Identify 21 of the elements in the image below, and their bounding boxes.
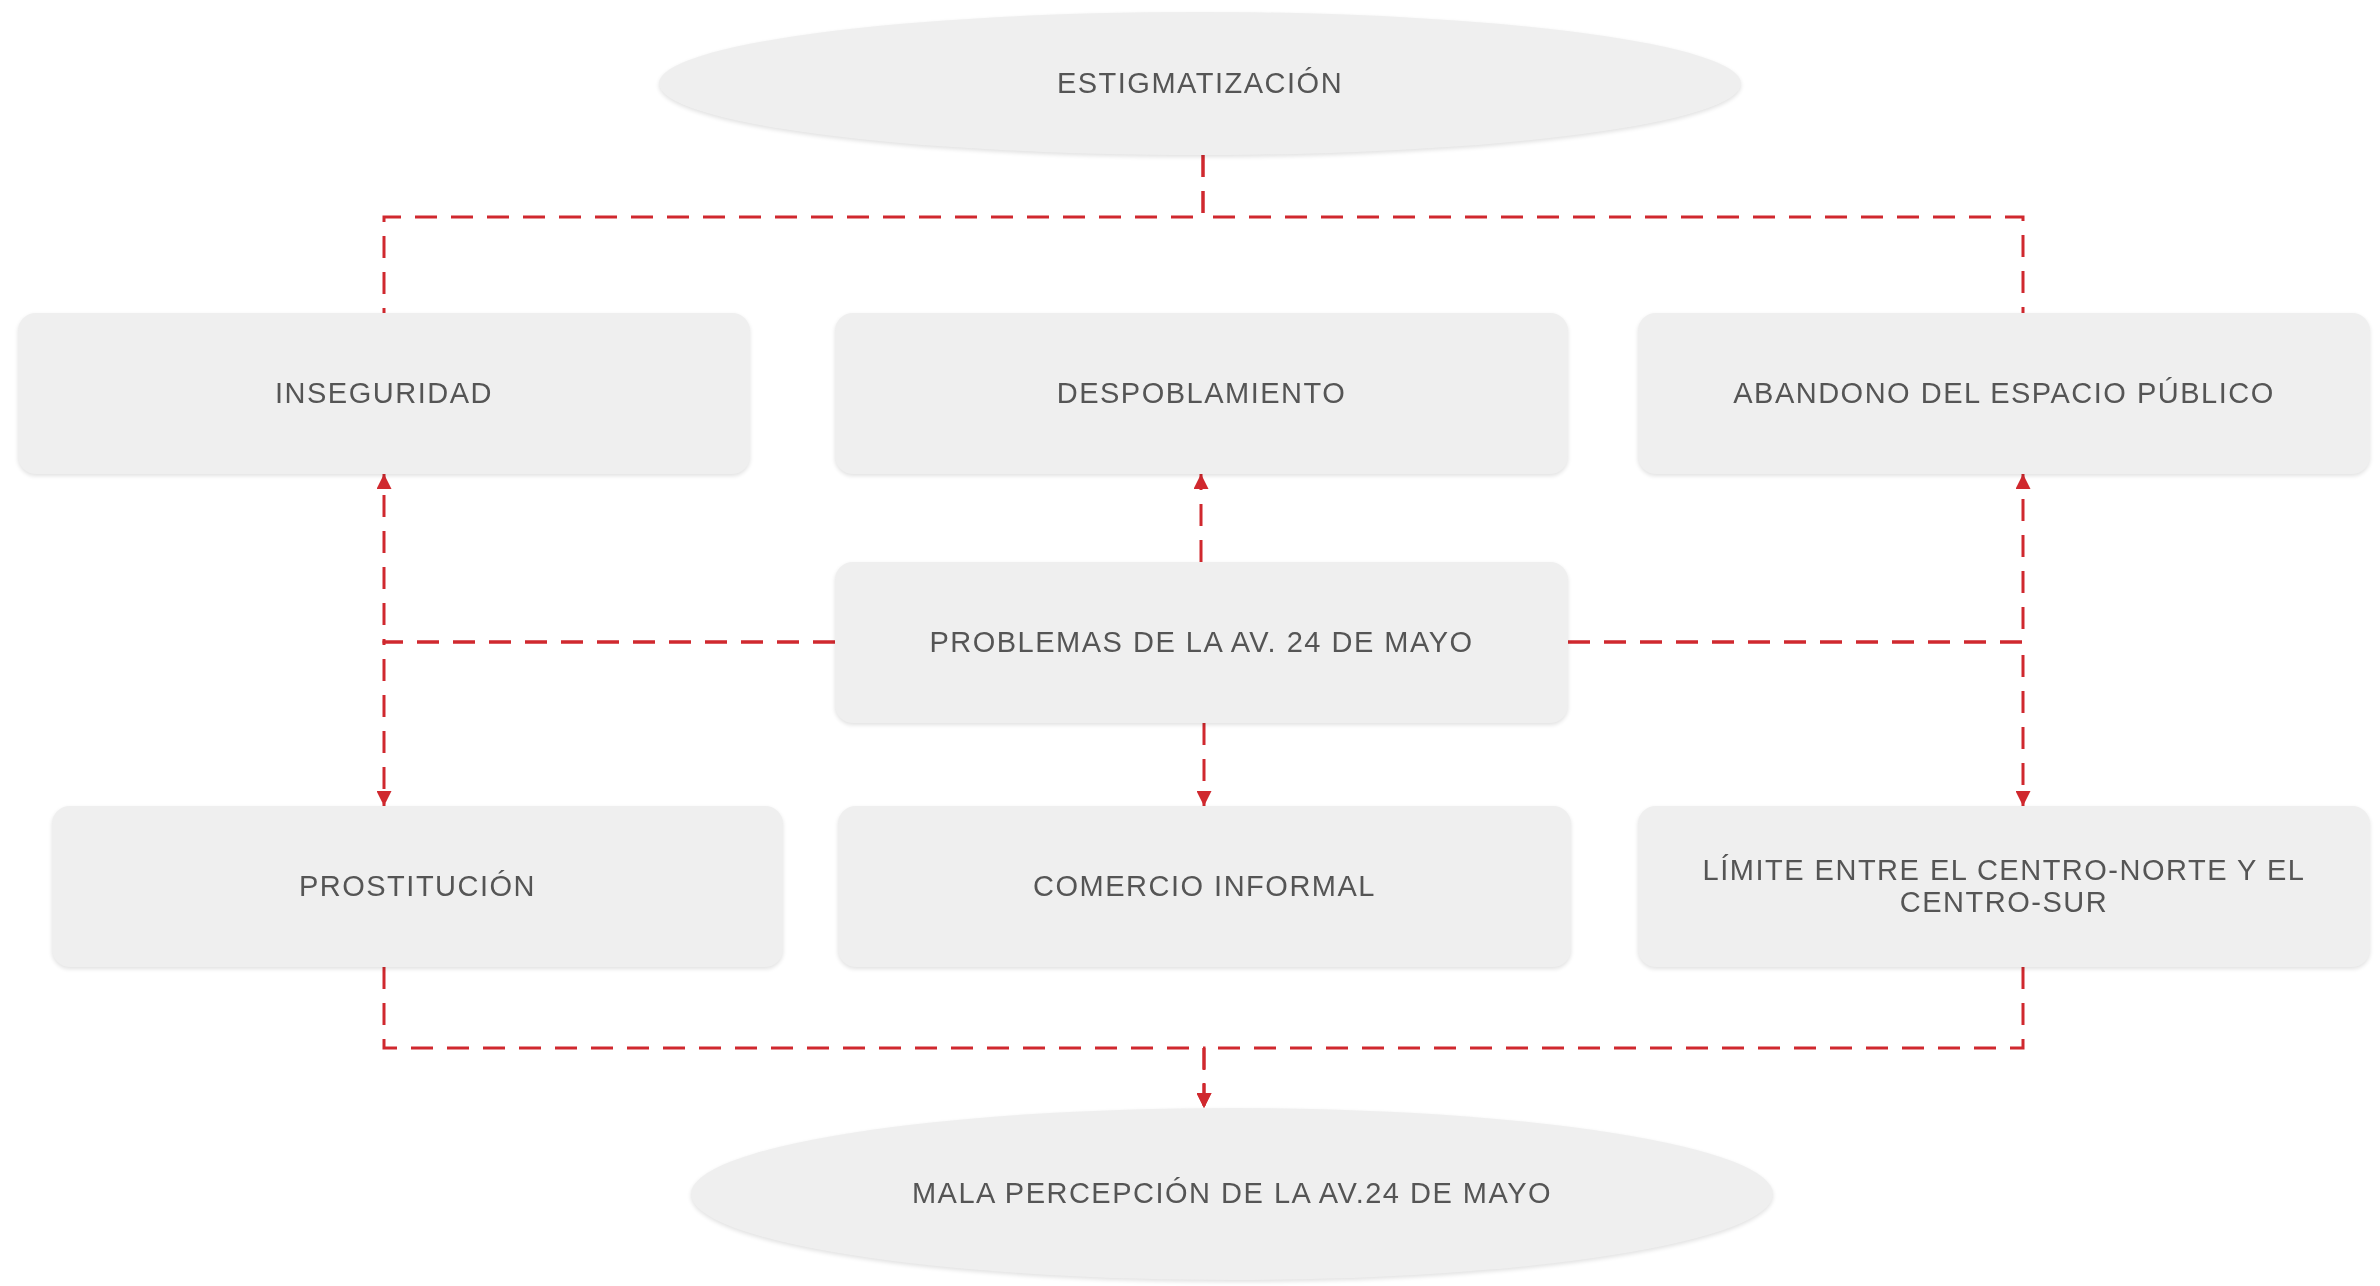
connector-arrow — [1193, 474, 1209, 562]
node-label: COMERCIO INFORMAL — [1033, 870, 1376, 903]
node-label: DESPOBLAMIENTO — [1056, 377, 1347, 410]
node-label: ABANDONO DEL ESPACIO PÚBLICO — [1733, 377, 2275, 410]
node-label: INSEGURIDAD — [275, 377, 493, 410]
node-label: ESTIGMATIZACIÓN — [1056, 67, 1344, 100]
connector-arrow — [1568, 640, 2031, 806]
node-label: PROSTITUCIÓN — [298, 870, 537, 903]
rounded-box — [1638, 806, 2370, 967]
rounded-box — [18, 313, 750, 474]
node-label: LÍMITE ENTRE EL CENTRO-NORTE Y EL CENTRO-SUR — [1701, 854, 2307, 919]
node-label: MALA PERCEPCIÓN DE LA AV.24 DE MAYO — [911, 1178, 1553, 1210]
rounded-box — [1638, 313, 2370, 474]
rounded-box — [835, 313, 1568, 474]
connector-arrow — [1196, 967, 2025, 1108]
connector-arrow — [1196, 723, 1212, 806]
rounded-box — [838, 806, 1571, 967]
rounded-box — [835, 562, 1568, 723]
connector-arrow — [376, 640, 835, 806]
rounded-box — [52, 806, 783, 967]
node-label: PROBLEMAS DE LA AV. 24 DE MAYO — [929, 626, 1474, 659]
